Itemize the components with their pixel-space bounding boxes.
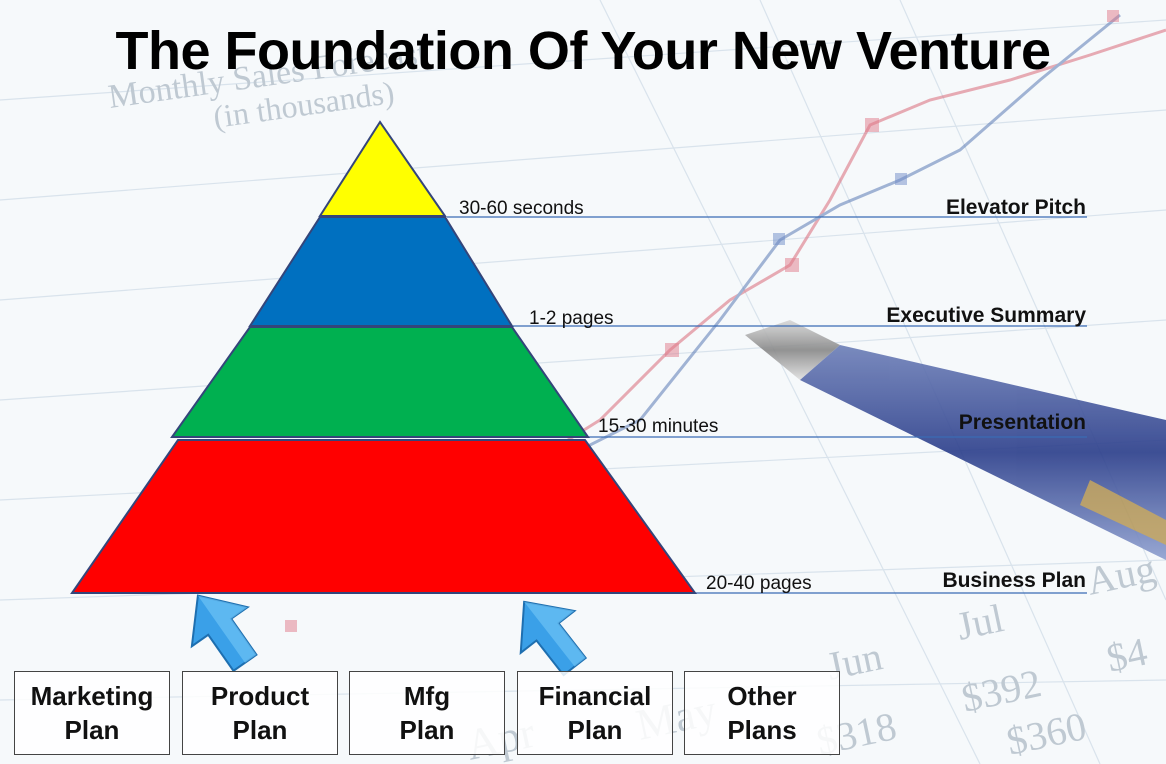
plan-box-financial: Financial Plan: [517, 671, 673, 755]
pyramid-tier-elevator-pitch: [318, 120, 447, 217]
pyramid-tier-executive-summary: [248, 216, 514, 327]
tier-time-presentation: 15-30 minutes: [598, 416, 719, 437]
tier-time-business-plan: 20-40 pages: [706, 573, 812, 594]
tier-name-business-plan: Business Plan: [942, 569, 1086, 592]
background-text: Jul: [953, 595, 1008, 649]
tier-name-elevator-pitch: Elevator Pitch: [945, 196, 1086, 219]
tier-connector-lines: [447, 216, 1087, 594]
trend-markers: [285, 10, 1119, 632]
tier-name-presentation: Presentation: [958, 411, 1086, 434]
pen-icon: [745, 320, 1166, 560]
trend-lines: [519, 13, 1166, 472]
up-arrow-icon: [519, 600, 588, 677]
pyramid-tier-presentation: [170, 326, 590, 438]
plan-box-marketing: Marketing Plan: [14, 671, 170, 755]
up-arrow-icon: [190, 594, 258, 673]
pyramid-tier-business-plan: [70, 439, 697, 594]
plan-box-other: Other Plans: [684, 671, 840, 755]
background-text: $4: [1103, 628, 1151, 680]
plan-box-mfg: Mfg Plan: [349, 671, 505, 755]
tier-time-executive-summary: 1-2 pages: [529, 308, 614, 329]
plan-box-product: Product Plan: [182, 671, 338, 755]
page-title: The Foundation Of Your New Venture: [115, 21, 1051, 81]
tier-time-elevator-pitch: 30-60 seconds: [459, 198, 584, 219]
tier-name-executive-summary: Executive Summary: [886, 304, 1086, 327]
